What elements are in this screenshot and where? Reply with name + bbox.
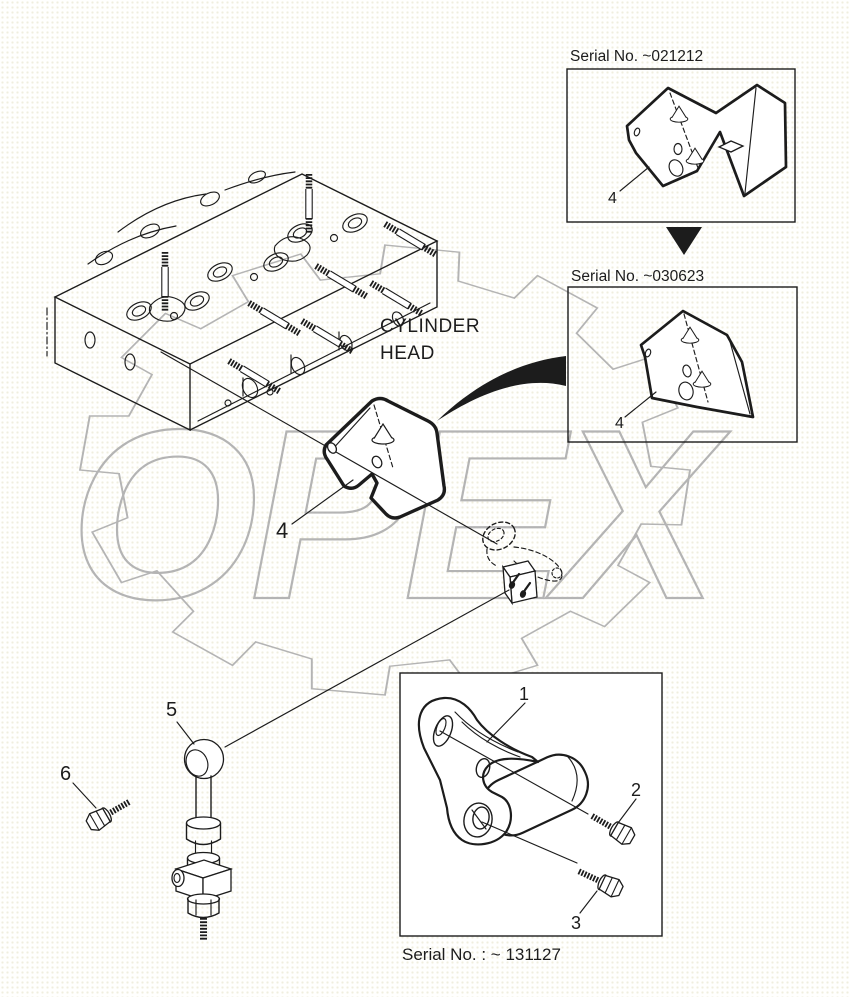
leader-line-main-4 xyxy=(291,479,354,525)
part-label-1: 1 xyxy=(519,684,529,704)
leader-line-6 xyxy=(72,782,97,809)
part-label-4-main: 4 xyxy=(276,518,288,543)
bracket-box-131127: 1 2 3 Serial No. : ~ 131127 xyxy=(399,672,663,964)
leader-line-2 xyxy=(617,798,637,824)
inset-top-title: Serial No. ~021212 xyxy=(570,48,703,65)
leader-line-3 xyxy=(579,890,598,914)
inset-middle-title: Serial No. ~030623 xyxy=(571,268,704,285)
inset-box-021212: Serial No. ~021212 4 xyxy=(566,48,796,223)
bolt-3-axis-line xyxy=(481,821,578,864)
joint-bolt xyxy=(84,794,134,834)
inset-box-030623: Serial No. ~030623 4 xyxy=(567,268,798,443)
head-face-details xyxy=(84,311,405,407)
hidden-fitting-dashed xyxy=(482,521,563,606)
leader-line-5 xyxy=(176,721,195,745)
part-label-5: 5 xyxy=(166,699,177,721)
part-label-3: 3 xyxy=(571,913,581,933)
cylinder-head-drawing xyxy=(46,170,438,432)
bolt-2-axis-line xyxy=(439,730,589,815)
part-label-4-inset-top: 4 xyxy=(608,190,617,207)
main-bracket-4-details xyxy=(326,404,395,469)
down-arrow-icon xyxy=(666,227,702,255)
cylinder-head-label-line2: HEAD xyxy=(380,343,435,364)
bracket-4-early-version xyxy=(625,83,788,198)
cylinder-head-label-line1: CYLINDER xyxy=(380,316,480,337)
part-label-4-inset-middle: 4 xyxy=(615,415,624,432)
cylinder-head-label: CYLINDER HEAD xyxy=(380,316,480,364)
leader-line-fitting-to-joint xyxy=(224,589,510,748)
main-bracket-4 xyxy=(322,396,447,520)
mounting-bracket xyxy=(417,696,589,846)
part-label-2: 2 xyxy=(631,780,641,800)
bracket-box-caption: Serial No. : ~ 131127 xyxy=(402,945,561,964)
part-label-6: 6 xyxy=(60,763,71,785)
pipe-joint-assembly xyxy=(171,738,234,941)
leader-line-1 xyxy=(486,702,526,743)
valve-ports xyxy=(126,213,368,321)
curved-arrow-icon xyxy=(437,356,566,421)
bracket-4-later-version xyxy=(639,309,755,419)
